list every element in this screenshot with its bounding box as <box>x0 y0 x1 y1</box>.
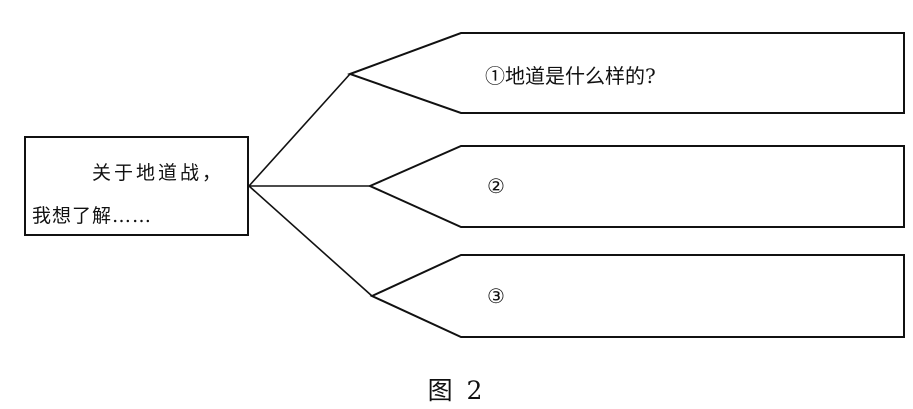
branch-arrow-1 <box>347 32 905 114</box>
branch-label-2: ② <box>487 174 505 198</box>
branch-arrow-2 <box>367 145 905 228</box>
connector-line-3 <box>248 185 373 297</box>
branch-label-1: ①地道是什么样的? <box>485 64 656 88</box>
branch-label-3: ③ <box>487 284 505 308</box>
branch-arrow-3 <box>369 254 905 338</box>
figure-caption: 图 2 <box>427 376 486 405</box>
connector-line-1 <box>248 73 351 187</box>
topic-text-line1: 关于地道战， <box>92 162 225 184</box>
topic-box: 关于地道战， 我想了解…… <box>24 136 249 236</box>
topic-text-line2: 我想了解…… <box>32 205 153 227</box>
